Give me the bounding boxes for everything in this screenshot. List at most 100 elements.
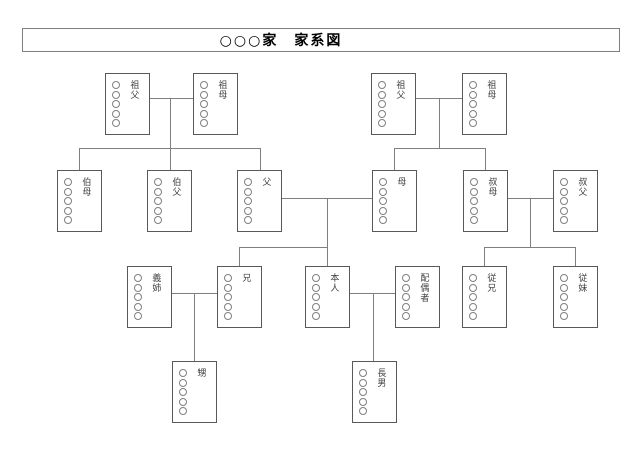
person-box-self: 本人 [305, 266, 350, 328]
person-label-nephew: 甥 [195, 368, 206, 378]
entry-circle-icon [112, 119, 120, 127]
entry-circle-icon [469, 100, 477, 108]
entry-circle-icon [379, 216, 387, 224]
entry-circle-icon [359, 378, 367, 387]
name-entry-circles [244, 178, 252, 224]
entry-circle-icon [469, 109, 477, 118]
person-box-nephew: 甥 [172, 361, 217, 423]
person-label-sister-in-law: 義姉 [150, 273, 161, 293]
entry-circle-icon [200, 100, 208, 108]
person-label-grandfather-paternal: 祖父 [128, 80, 139, 100]
person-box-grandmother-maternal: 祖母 [462, 73, 507, 135]
entry-circle-icon [560, 206, 568, 215]
entry-circle-icon [134, 274, 142, 282]
entry-circle-icon [244, 206, 252, 215]
entry-circle-icon [359, 388, 367, 396]
entry-circle-icon [312, 293, 320, 301]
connector-stem-father-mother [327, 198, 328, 266]
entry-circle-icon [179, 397, 187, 406]
entry-circle-icon [402, 274, 410, 282]
person-label-grandfather-maternal: 祖父 [394, 80, 405, 100]
name-entry-circles [560, 178, 568, 224]
name-entry-circles [359, 369, 367, 415]
entry-circle-icon [64, 216, 72, 224]
entry-circle-icon [224, 293, 232, 301]
entry-circle-icon [359, 369, 367, 377]
person-box-eldest-son: 長男 [352, 361, 397, 423]
entry-circle-icon [469, 312, 477, 320]
entry-circle-icon [469, 90, 477, 99]
connector-drop-father [260, 148, 261, 170]
entry-circle-icon [244, 187, 252, 196]
connector-sibling-line-children [239, 247, 327, 248]
entry-circle-icon [312, 312, 320, 320]
entry-circle-icon [560, 283, 568, 292]
entry-circle-icon [179, 388, 187, 396]
entry-circle-icon [154, 187, 162, 196]
entry-circle-icon [379, 178, 387, 186]
name-entry-circles [112, 81, 120, 127]
entry-circle-icon [312, 274, 320, 282]
entry-circle-icon [112, 100, 120, 108]
entry-circle-icon [470, 187, 478, 196]
entry-circle-icon [379, 187, 387, 196]
name-entry-circles [179, 369, 187, 415]
person-box-mother: 母 [372, 170, 417, 232]
entry-circle-icon [64, 206, 72, 215]
entry-circle-icon [560, 187, 568, 196]
entry-circle-icon [224, 312, 232, 320]
person-box-spouse: 配偶者 [395, 266, 440, 328]
person-label-eldest-son: 長男 [375, 368, 386, 388]
name-entry-circles [469, 81, 477, 127]
entry-circle-icon [470, 216, 478, 224]
entry-circle-icon [112, 90, 120, 99]
connector-stem-nephew [194, 293, 195, 361]
entry-circle-icon [469, 119, 477, 127]
person-label-aunt-hakubo: 伯母 [80, 177, 91, 197]
person-box-cousin-jukei: 従兄 [462, 266, 507, 328]
entry-circle-icon [469, 302, 477, 311]
connector-drop-cousin-jumai [575, 247, 576, 266]
person-box-uncle-shukufu: 叔父 [553, 170, 598, 232]
person-label-older-brother: 兄 [240, 273, 251, 283]
entry-circle-icon [200, 90, 208, 99]
entry-circle-icon [200, 119, 208, 127]
entry-circle-icon [312, 302, 320, 311]
name-entry-circles [134, 274, 142, 320]
entry-circle-icon [560, 216, 568, 224]
person-box-grandfather-paternal: 祖父 [105, 73, 150, 135]
connector-stem-uncle-aunt [530, 198, 531, 247]
person-label-mother: 母 [395, 177, 406, 187]
entry-circle-icon [402, 293, 410, 301]
name-entry-circles [470, 178, 478, 224]
entry-circle-icon [244, 216, 252, 224]
entry-circle-icon [224, 302, 232, 311]
entry-circle-icon [560, 312, 568, 320]
person-label-spouse: 配偶者 [418, 273, 429, 303]
entry-circle-icon [112, 81, 120, 89]
person-box-father: 父 [237, 170, 282, 232]
entry-circle-icon [359, 397, 367, 406]
entry-circle-icon [402, 312, 410, 320]
person-label-father: 父 [260, 177, 271, 187]
connector-drop-older-brother [239, 247, 240, 266]
connector-sibling-line-left [79, 148, 260, 149]
name-entry-circles [64, 178, 72, 224]
entry-circle-icon [469, 283, 477, 292]
connector-stem-grandparents-left [170, 98, 171, 170]
person-label-cousin-jumai: 従妹 [576, 273, 587, 293]
entry-circle-icon [112, 109, 120, 118]
entry-circle-icon [179, 378, 187, 387]
entry-circle-icon [378, 81, 386, 89]
connector-stem-eldest-son [373, 293, 374, 361]
name-entry-circles [378, 81, 386, 127]
entry-circle-icon [134, 302, 142, 311]
connector-drop-aunt-hakubo [79, 148, 80, 170]
person-box-cousin-jumai: 従妹 [553, 266, 598, 328]
name-entry-circles [200, 81, 208, 127]
name-entry-circles [469, 274, 477, 320]
entry-circle-icon [200, 81, 208, 89]
entry-circle-icon [378, 100, 386, 108]
entry-circle-icon [402, 302, 410, 311]
